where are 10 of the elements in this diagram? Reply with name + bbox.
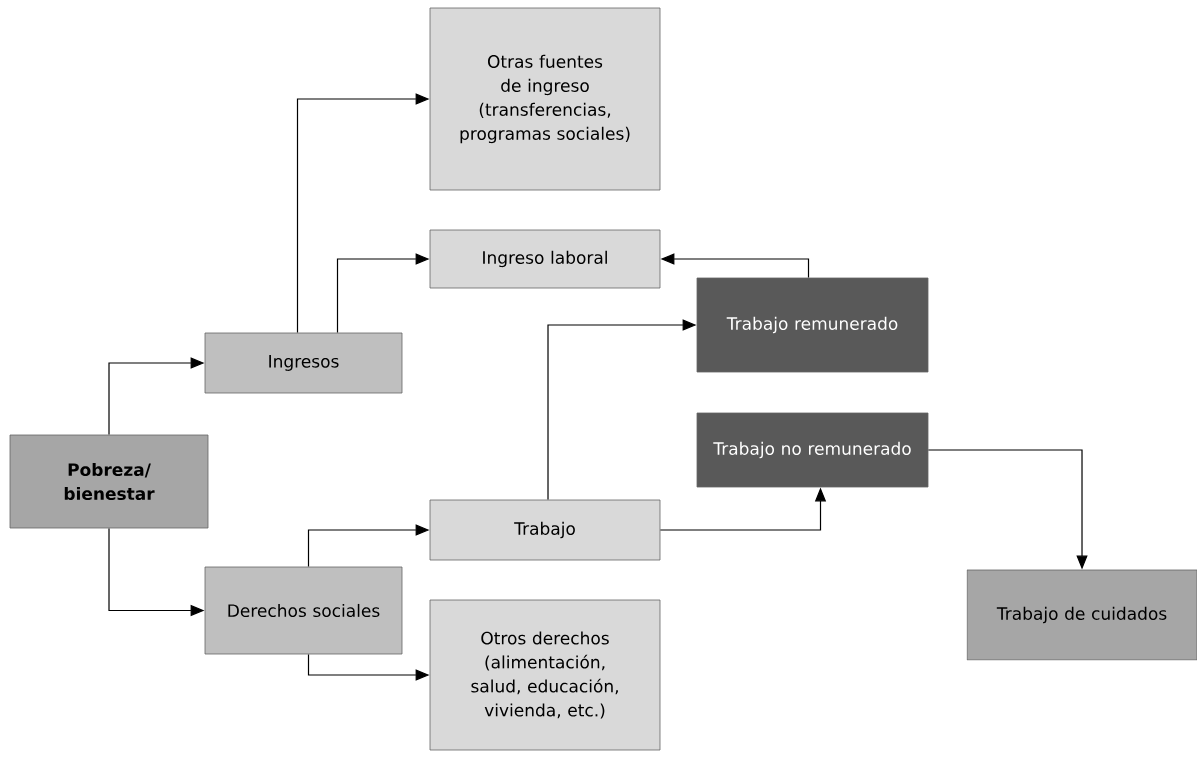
- process-box: Trabajo no remunerado: [696, 412, 929, 488]
- process-box: Trabajo remunerado: [696, 277, 929, 373]
- process-box: Otros derechos (alimentación, salud, educación, vivienda, etc.): [429, 599, 661, 751]
- process-box: Otras fuentes de ingreso (transferencias, programas sociales): [429, 7, 661, 191]
- process-box: Ingreso laboral: [429, 229, 661, 289]
- category-box: Derechos sociales: [204, 566, 403, 655]
- process-box: Trabajo: [429, 499, 661, 561]
- process-box: Trabajo de cuidados: [966, 569, 1197, 661]
- category-box: Ingresos: [204, 332, 403, 394]
- category-box: Pobreza/ bienestar: [9, 434, 209, 529]
